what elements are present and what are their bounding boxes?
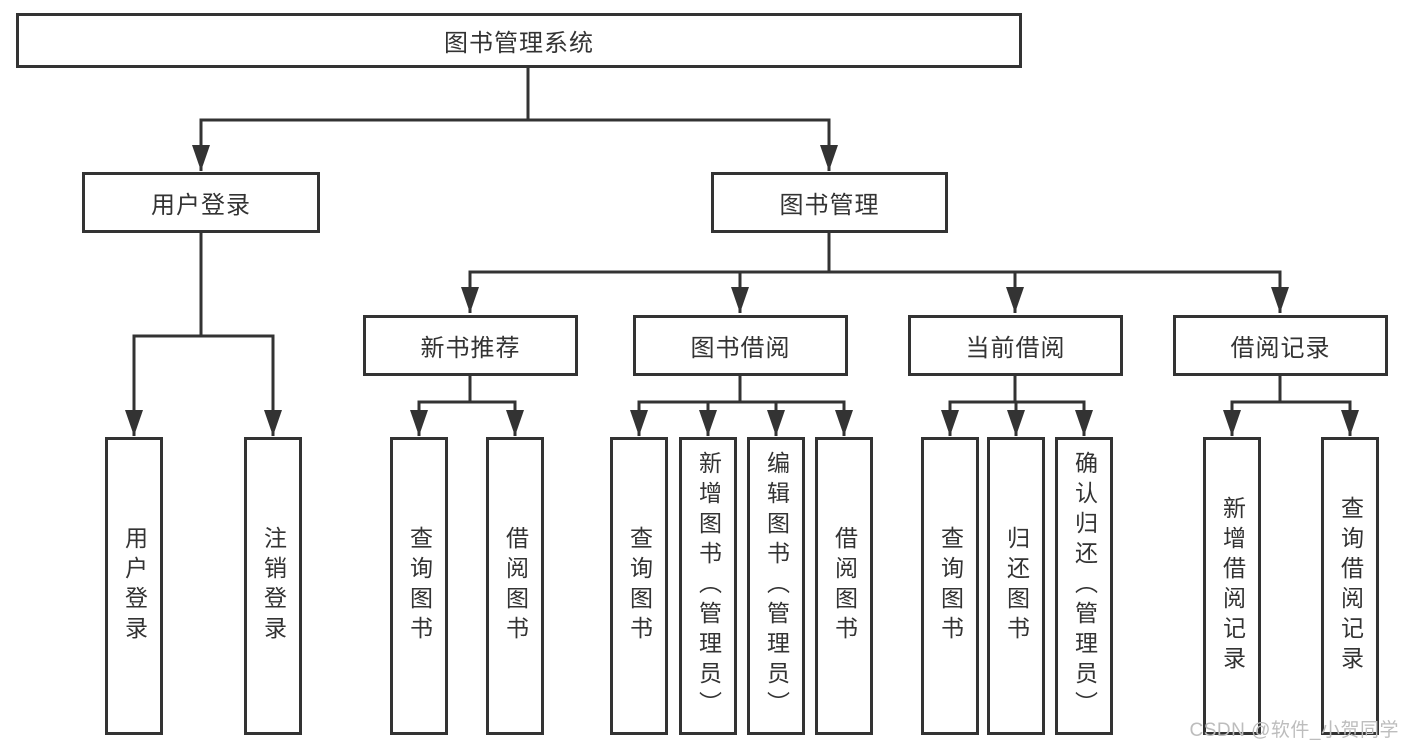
connector-recommend-to-leaves bbox=[417, 376, 517, 436]
leaf-add-books-admin: 新增图书（管理员） bbox=[679, 437, 737, 735]
connector-arrowheads bbox=[125, 145, 1359, 436]
arrowhead bbox=[1006, 287, 1024, 313]
leaf-borrow-query-books-label: 查询图书 bbox=[626, 526, 653, 646]
arrowhead bbox=[1341, 410, 1359, 436]
arrowhead bbox=[699, 410, 717, 436]
node-book-management: 图书管理 bbox=[711, 172, 948, 233]
leaf-add-borrow-record: 新增借阅记录 bbox=[1203, 437, 1261, 735]
leaf-recommend-query-books: 查询图书 bbox=[390, 437, 448, 735]
leaf-add-borrow-record-label: 新增借阅记录 bbox=[1219, 496, 1246, 676]
leaf-return-books: 归还图书 bbox=[987, 437, 1045, 735]
node-borrow-records-label: 借阅记录 bbox=[1230, 335, 1331, 362]
leaf-confirm-return-admin-label: 确认归还（管理员） bbox=[1071, 451, 1098, 721]
arrowhead bbox=[767, 410, 785, 436]
node-book-borrow: 图书借阅 bbox=[633, 315, 848, 376]
leaf-user-login-label: 用户登录 bbox=[121, 526, 148, 646]
leaf-logout-label: 注销登录 bbox=[260, 526, 287, 646]
node-book-borrow-label: 图书借阅 bbox=[690, 335, 791, 362]
arrowhead bbox=[1075, 410, 1093, 436]
arrowhead bbox=[1223, 410, 1241, 436]
arrowhead bbox=[731, 287, 749, 313]
arrowhead bbox=[820, 145, 838, 171]
node-current-borrow: 当前借阅 bbox=[908, 315, 1123, 376]
node-user-login-label: 用户登录 bbox=[151, 192, 251, 219]
node-current-borrow-label: 当前借阅 bbox=[965, 335, 1066, 362]
leaf-borrow-books-label: 借阅图书 bbox=[831, 526, 858, 646]
arrowhead bbox=[125, 410, 143, 436]
node-book-management-label: 图书管理 bbox=[779, 192, 880, 219]
leaf-query-borrow-record: 查询借阅记录 bbox=[1321, 437, 1379, 735]
leaf-current-query-books-label: 查询图书 bbox=[937, 526, 964, 646]
leaf-return-books-label: 归还图书 bbox=[1003, 526, 1030, 646]
leaf-recommend-query-books-label: 查询图书 bbox=[406, 526, 433, 646]
connector-borrow-to-leaves bbox=[637, 376, 846, 436]
arrowhead bbox=[264, 410, 282, 436]
leaf-recommend-borrow-books: 借阅图书 bbox=[486, 437, 544, 735]
node-new-book-recommend-label: 新书推荐 bbox=[420, 335, 521, 362]
leaf-current-query-books: 查询图书 bbox=[921, 437, 979, 735]
arrowhead bbox=[941, 410, 959, 436]
node-borrow-records: 借阅记录 bbox=[1173, 315, 1388, 376]
node-new-book-recommend: 新书推荐 bbox=[363, 315, 578, 376]
connector-login-to-leaves bbox=[132, 233, 275, 436]
arrowhead bbox=[1007, 410, 1025, 436]
connector-mgmt-to-level3 bbox=[468, 233, 1282, 313]
leaf-query-borrow-record-label: 查询借阅记录 bbox=[1337, 496, 1364, 676]
arrowhead bbox=[1271, 287, 1289, 313]
arrowhead bbox=[835, 410, 853, 436]
node-root-system-label: 图书管理系统 bbox=[444, 30, 594, 57]
leaf-confirm-return-admin: 确认归还（管理员） bbox=[1055, 437, 1113, 735]
node-root-system: 图书管理系统 bbox=[16, 13, 1022, 68]
arrowhead bbox=[506, 410, 524, 436]
connector-strokes bbox=[132, 68, 1352, 436]
leaf-borrow-books: 借阅图书 bbox=[815, 437, 873, 735]
leaf-recommend-borrow-books-label: 借阅图书 bbox=[502, 526, 529, 646]
watermark: CSDN @软件_小贺同学 bbox=[1189, 720, 1399, 741]
leaf-user-login: 用户登录 bbox=[105, 437, 163, 735]
connector-root-to-level2 bbox=[199, 68, 831, 171]
node-user-login: 用户登录 bbox=[82, 172, 320, 233]
arrowhead bbox=[461, 287, 479, 313]
arrowhead bbox=[192, 145, 210, 171]
leaf-edit-books-admin-label: 编辑图书（管理员） bbox=[763, 451, 790, 721]
leaf-borrow-query-books: 查询图书 bbox=[610, 437, 668, 735]
leaf-add-books-admin-label: 新增图书（管理员） bbox=[695, 451, 722, 721]
leaf-logout: 注销登录 bbox=[244, 437, 302, 735]
arrowhead bbox=[410, 410, 428, 436]
connector-records-to-leaves bbox=[1230, 376, 1352, 436]
arrowhead bbox=[630, 410, 648, 436]
leaf-edit-books-admin: 编辑图书（管理员） bbox=[747, 437, 805, 735]
